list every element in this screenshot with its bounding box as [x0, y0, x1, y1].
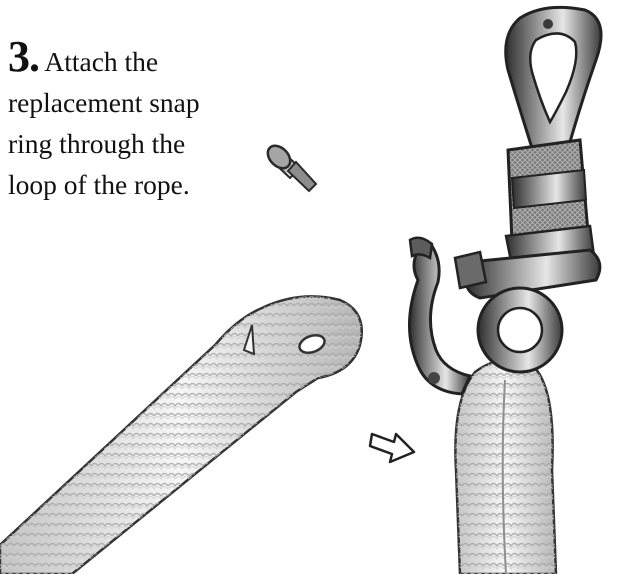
instruction-line-3: ring through the — [8, 123, 243, 164]
clevis-pin-icon — [263, 141, 316, 191]
step-first-line: 3. Attach the — [8, 36, 243, 82]
swivel-snap-shackle — [409, 7, 601, 394]
step-number: 3. — [8, 32, 39, 81]
braided-rope — [455, 360, 556, 574]
instruction-line-4: loop of the rope. — [8, 164, 243, 205]
instruction-line-1: Attach the — [44, 46, 158, 77]
step-instruction: 3. Attach the replacement snap ring thro… — [8, 36, 243, 205]
rope-loop — [0, 296, 362, 574]
instruction-line-2: replacement snap — [8, 82, 243, 123]
arrow-icon — [370, 434, 414, 462]
